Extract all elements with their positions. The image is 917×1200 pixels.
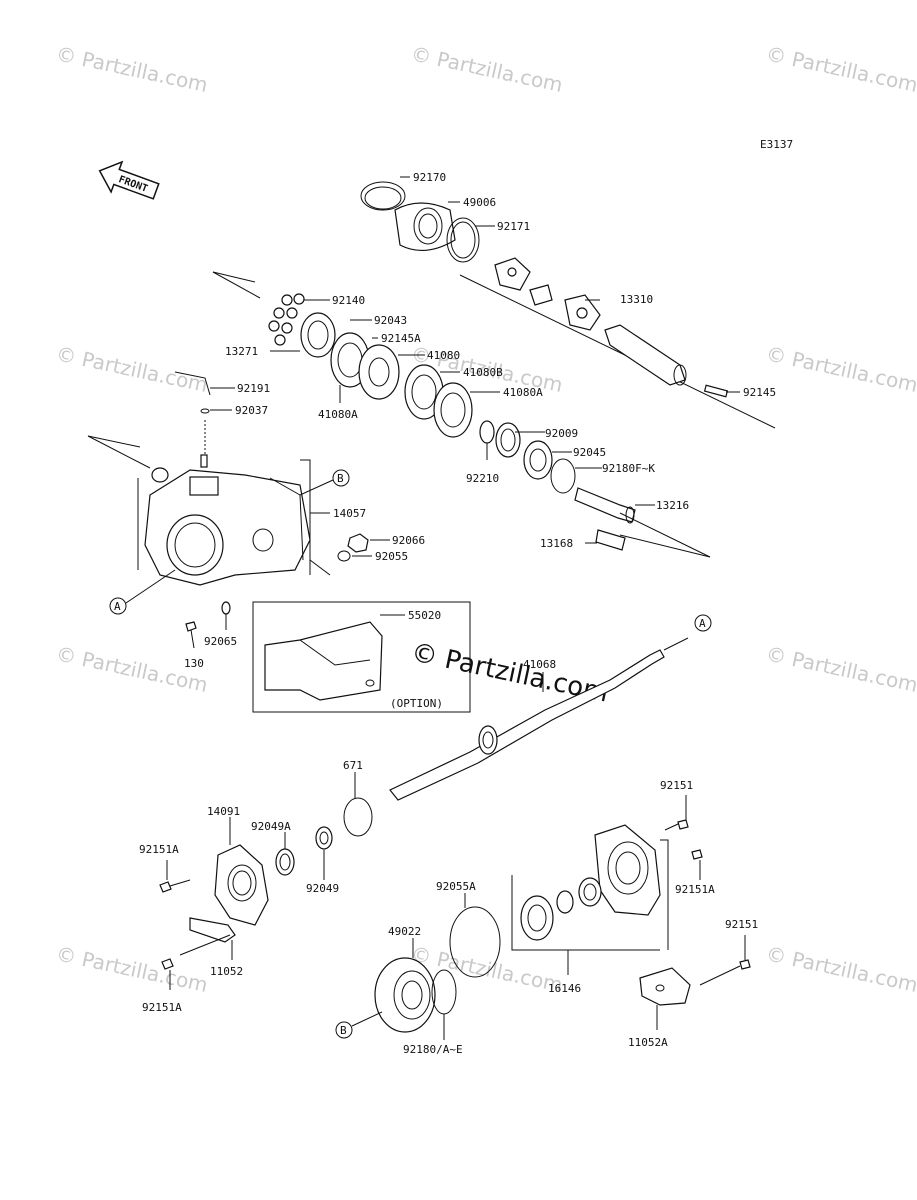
watermark: © Partzilla.com: [764, 941, 917, 997]
bolt-92151-right: [699, 959, 751, 986]
differential-housing: [137, 459, 311, 586]
part-label: 14091: [207, 805, 240, 818]
part-label: 92049: [306, 882, 339, 895]
watermark: © Partzilla.com: [54, 41, 210, 97]
part-label: 13168: [540, 537, 573, 550]
cam-plate: [300, 312, 336, 358]
part-label: 92065: [204, 635, 237, 648]
part-label: 16146: [548, 982, 581, 995]
o-ring-671: [343, 797, 373, 837]
pinion-shaft: [574, 487, 636, 551]
part-label: 92045: [573, 446, 606, 459]
watermark: © Partzilla.com: [764, 341, 917, 397]
part-label: 92066: [392, 534, 425, 547]
drain-plug: [337, 533, 369, 562]
drive-shaft: [389, 637, 689, 801]
part-label: 92043: [374, 314, 407, 327]
watermark: © Partzilla.com: [54, 341, 210, 397]
clutch-plates: [330, 332, 473, 438]
propeller-shaft: [459, 257, 776, 429]
skid-plate: [264, 621, 383, 701]
part-label: 92170: [413, 171, 446, 184]
shim: [431, 969, 457, 1015]
part-label: 92145A: [381, 332, 421, 345]
part-label: 92180/A~E: [403, 1043, 463, 1056]
part-label: 92037: [235, 404, 268, 417]
callout-b-label: B: [337, 472, 344, 485]
oil-seals: [275, 826, 333, 876]
bracket-11052a: [639, 967, 691, 1006]
part-label: 92151A: [142, 1001, 182, 1014]
ball-set: [268, 293, 305, 346]
callout-b-label: B: [340, 1024, 347, 1037]
part-label: 92151A: [675, 883, 715, 896]
bearing-set: [479, 420, 576, 494]
watermark: © Partzilla.com: [764, 641, 917, 697]
callout-b: [335, 1021, 353, 1039]
part-label: 41080A: [318, 408, 358, 421]
front-arrow-icon: FRONT: [98, 160, 160, 200]
final-gear-case-right: [511, 824, 669, 951]
bolt-92151a-right: [691, 849, 703, 860]
boot-assembly: [360, 181, 480, 263]
watermark: © Partzilla.com: [54, 941, 210, 997]
part-label: 41068: [523, 658, 556, 671]
part-label: 92140: [332, 294, 365, 307]
callout-a: [109, 597, 127, 615]
part-label: 92180F~K: [602, 462, 655, 475]
part-label: 92049A: [251, 820, 291, 833]
part-label: 11052: [210, 965, 243, 978]
callout-b: [332, 469, 350, 487]
part-label: 92151: [660, 779, 693, 792]
part-label: 41080A: [503, 386, 543, 399]
part-label: 130: [184, 657, 204, 670]
part-label: 49022: [388, 925, 421, 938]
final-gear-case-left: [214, 844, 269, 926]
bolt-92151-top: [664, 819, 689, 831]
part-label: 13310: [620, 293, 653, 306]
callout-a: [694, 614, 712, 632]
callout-a-label: A: [699, 617, 706, 630]
part-label: 92210: [466, 472, 499, 485]
part-label: 92191: [237, 382, 270, 395]
part-label: 11052A: [628, 1036, 668, 1049]
part-label: 41080: [427, 349, 460, 362]
washer-92065: [221, 601, 231, 615]
part-label: 92055: [375, 550, 408, 563]
part-label: 671: [343, 759, 363, 772]
part-label: 13271: [225, 345, 258, 358]
diagram-code: E3137: [760, 138, 793, 151]
part-label: 92145: [743, 386, 776, 399]
part-label: 13216: [656, 499, 689, 512]
watermark: © Partzilla.com: [409, 41, 565, 97]
part-label: 92151: [725, 918, 758, 931]
spring-pin: [703, 384, 729, 398]
bolt-92151a-bottom: [161, 958, 174, 970]
ring-gear: [374, 957, 436, 1033]
bolt-130: [185, 621, 197, 649]
part-label: 92055A: [436, 880, 476, 893]
part-label: 92171: [497, 220, 530, 233]
part-label: 14057: [333, 507, 366, 520]
part-label: 49006: [463, 196, 496, 209]
o-ring-92055a: [449, 906, 501, 978]
breather-pipe: [174, 371, 211, 468]
option-label: (OPTION): [390, 697, 443, 710]
bracket-11052: [179, 917, 236, 956]
option-box: [252, 601, 471, 713]
watermark: © Partzilla.com: [764, 41, 917, 97]
bolt-92151a-left: [159, 879, 191, 893]
part-label: 55020: [408, 609, 441, 622]
callout-a-label: A: [114, 600, 121, 613]
part-label: 92151A: [139, 843, 179, 856]
part-label: 92009: [545, 427, 578, 440]
part-label: 41080B: [463, 366, 503, 379]
